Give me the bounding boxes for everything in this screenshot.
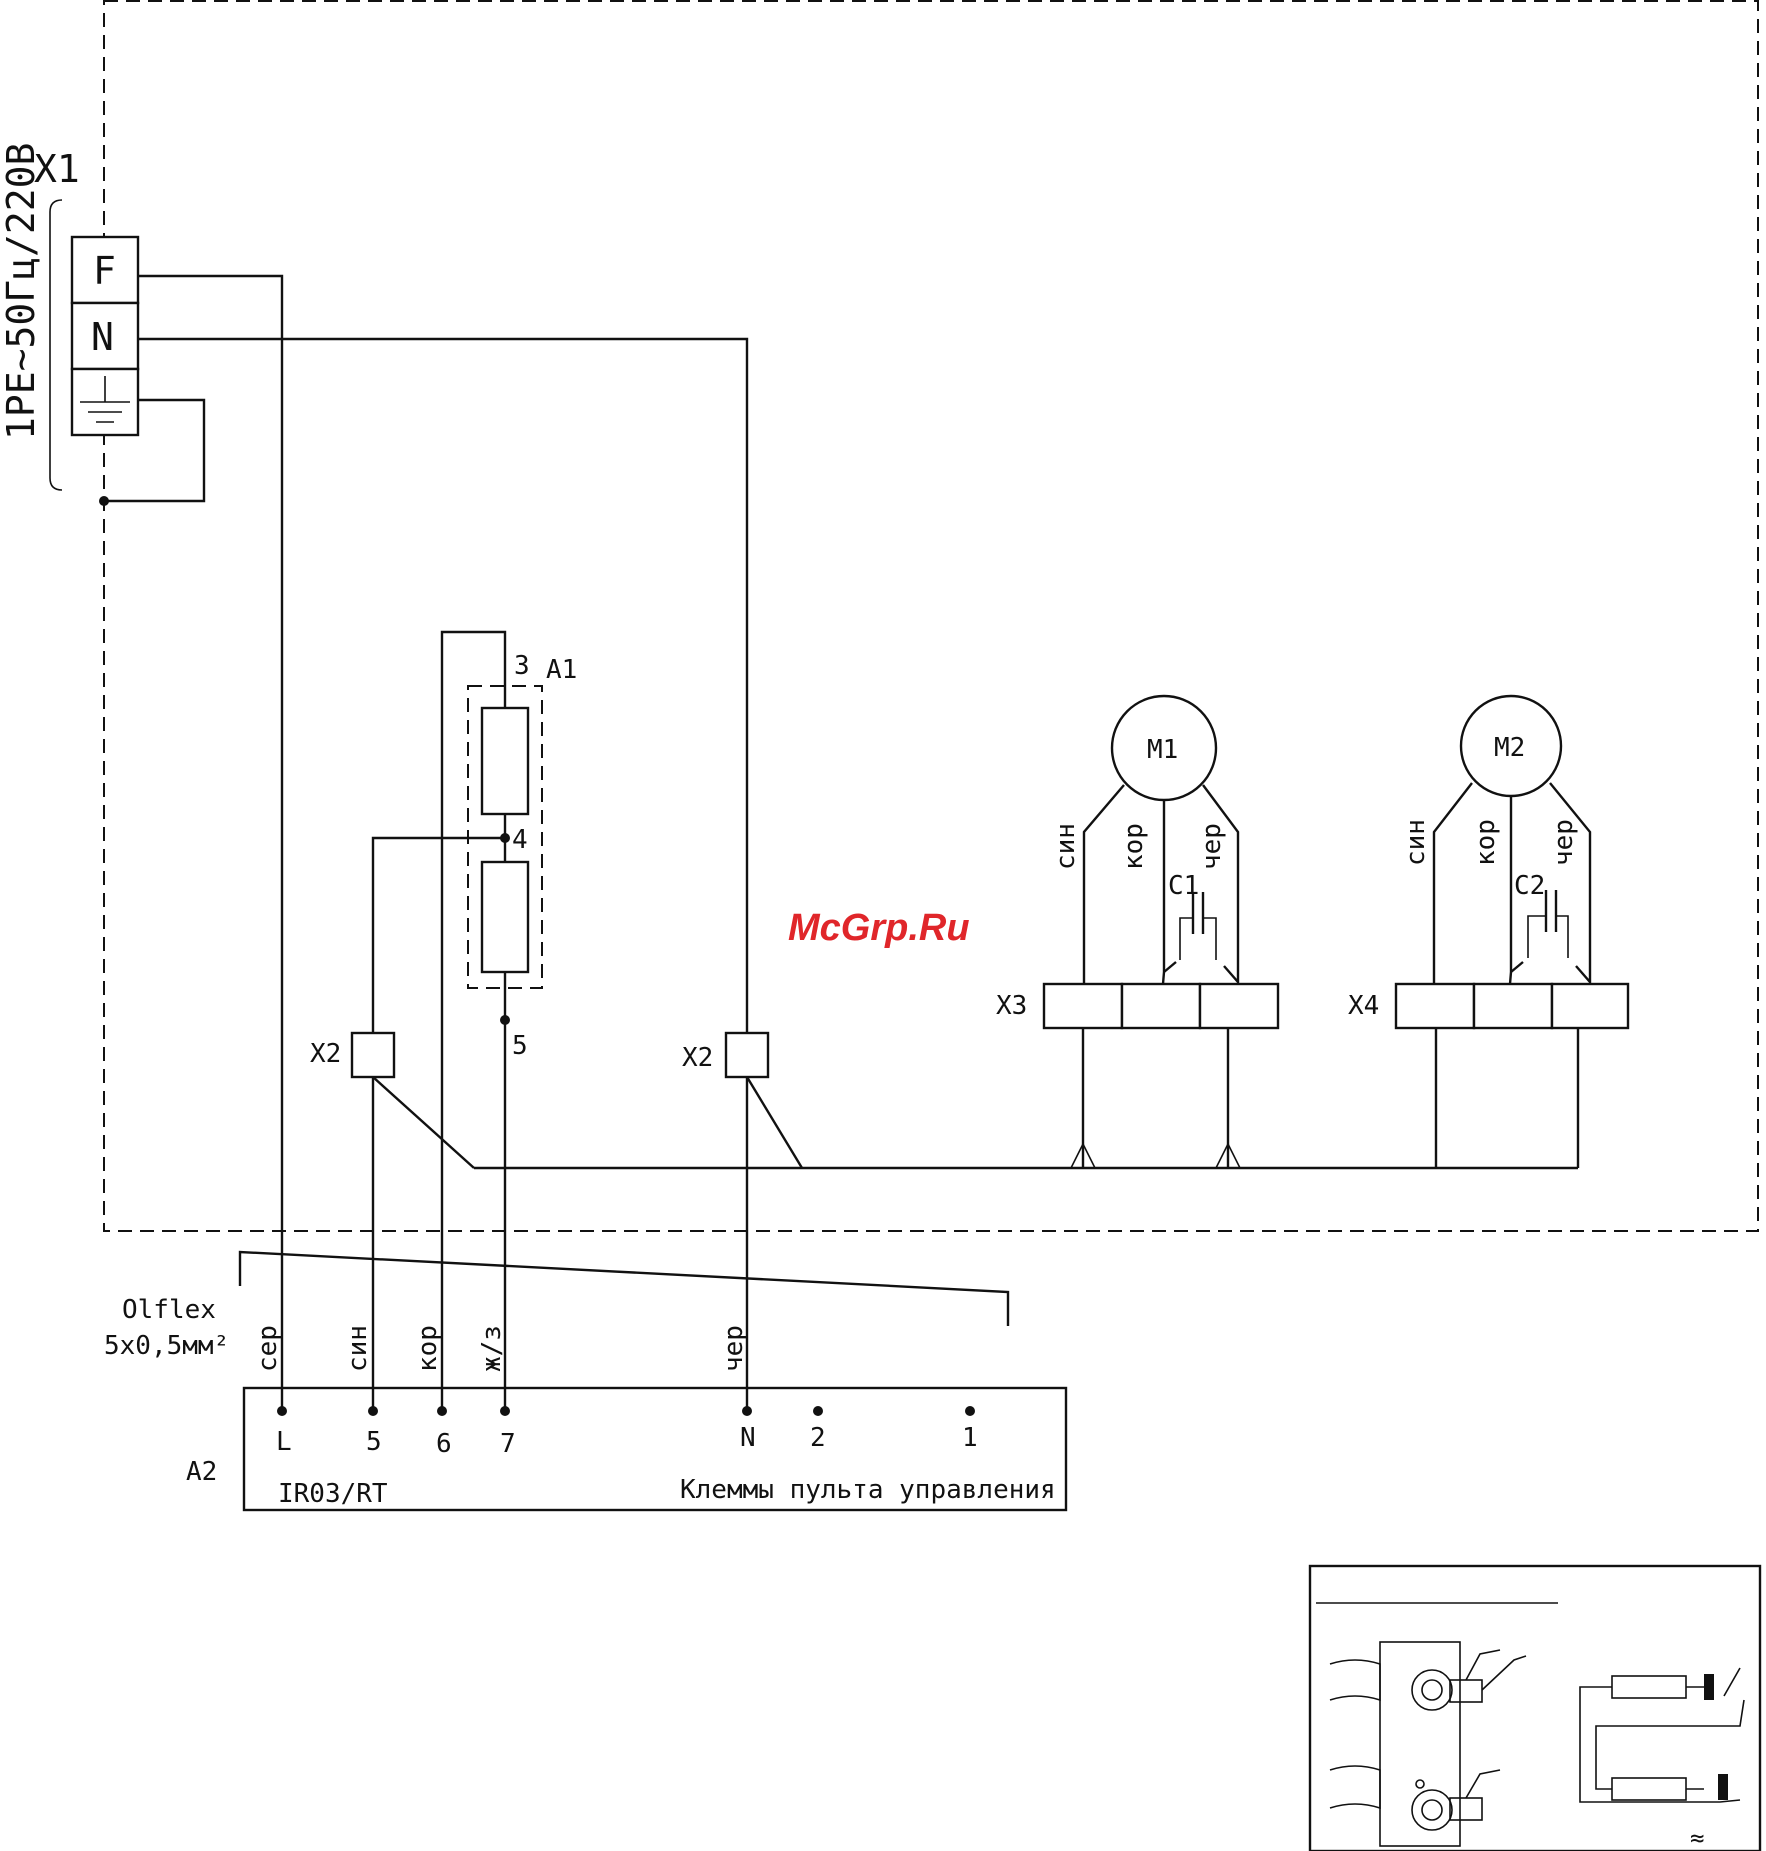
x3-cell-2 xyxy=(1122,984,1200,1028)
m1-label: M1 xyxy=(1147,735,1178,765)
m2-label: M2 xyxy=(1494,733,1525,763)
a1-label: A1 xyxy=(546,655,577,685)
watermark: McGrp.Ru xyxy=(788,907,970,949)
x4-cell-1 xyxy=(1396,984,1474,1028)
motor-m1: M1 C1 син кор чер X3 xyxy=(996,696,1278,1168)
a2-term-n: N xyxy=(740,1423,756,1453)
x1-term-n: N xyxy=(91,315,114,359)
x1-power-label: 1PE~50Гц/220В xyxy=(0,143,43,440)
a2-model: IR03/RT xyxy=(278,1479,388,1509)
a2-term-5: 5 xyxy=(366,1427,382,1457)
terminal-block-x1: X1 1PE~50Гц/220В F N xyxy=(0,143,138,490)
heater-element-icon xyxy=(1580,1668,1744,1802)
a2-ref: A2 xyxy=(186,1457,217,1487)
cable-wire-sin: син xyxy=(343,1325,373,1372)
a2-title: Клеммы пульта управления xyxy=(680,1475,1056,1505)
x3-cell-3 xyxy=(1200,984,1278,1028)
connector-x2-right: X2 xyxy=(682,1033,768,1077)
c2-label: C2 xyxy=(1514,871,1545,901)
component-a1: A1 3 4 5 xyxy=(468,651,577,1411)
a2-term-6: 6 xyxy=(436,1429,452,1459)
m1-wire-kor: кор xyxy=(1119,823,1149,870)
inset-frame xyxy=(1310,1566,1760,1851)
inset-detail: ≈ xyxy=(1310,1566,1760,1851)
a2-term-2: 2 xyxy=(810,1423,826,1453)
m1-wire-sin: син xyxy=(1051,823,1081,870)
m2-wire-sin: син xyxy=(1401,819,1431,866)
x4-cell-3 xyxy=(1552,984,1628,1028)
x4-cell-2 xyxy=(1474,984,1552,1028)
terminal-connector-icon xyxy=(1330,1642,1526,1846)
motor-m2: M2 C2 син кор чер X4 xyxy=(1348,696,1628,1168)
a1-resistor-upper xyxy=(482,708,528,814)
earth-node xyxy=(99,496,109,506)
wire-phase-f xyxy=(138,276,282,1411)
cable-wire-ser: сер xyxy=(253,1325,283,1372)
a2-term-l: L xyxy=(276,1427,292,1457)
cable-wire-cher: чер xyxy=(719,1325,749,1372)
x1-brace xyxy=(50,200,62,490)
a2-term-7: 7 xyxy=(500,1429,516,1459)
c1-label: C1 xyxy=(1168,871,1199,901)
control-panel-a2: A2 IR03/RT Клеммы пульта управления L 5 … xyxy=(186,1388,1066,1510)
x1-term-f: F xyxy=(93,249,116,293)
a1-pin-3: 3 xyxy=(514,651,530,681)
x3-label: X3 xyxy=(996,991,1027,1021)
a1-pin-5: 5 xyxy=(512,1031,528,1061)
x3-cell-1 xyxy=(1044,984,1122,1028)
m2-wire-cher: чер xyxy=(1549,819,1579,866)
a1-resistor-lower xyxy=(482,862,528,972)
m2-wire-kor: кор xyxy=(1471,819,1501,866)
a1-pin-4: 4 xyxy=(512,825,528,855)
cable-spec: 5x0,5мм² xyxy=(104,1331,229,1361)
x2-right-label: X2 xyxy=(682,1043,713,1073)
connector-x2-left: X2 xyxy=(310,1033,394,1077)
cable-name: Olflex xyxy=(122,1295,216,1325)
cable-wire-zhz: ж/з xyxy=(477,1325,507,1372)
capacitor-c1 xyxy=(1180,892,1216,960)
inset-approx-symbol: ≈ xyxy=(1690,1824,1704,1851)
m1-wire-cher: чер xyxy=(1197,823,1227,870)
cable-wire-kor: кор xyxy=(413,1325,443,1372)
x4-label: X4 xyxy=(1348,991,1379,1021)
a2-term-1: 1 xyxy=(962,1423,978,1453)
x2-left-label: X2 xyxy=(310,1039,341,1069)
cable-bracket xyxy=(240,1252,1008,1326)
